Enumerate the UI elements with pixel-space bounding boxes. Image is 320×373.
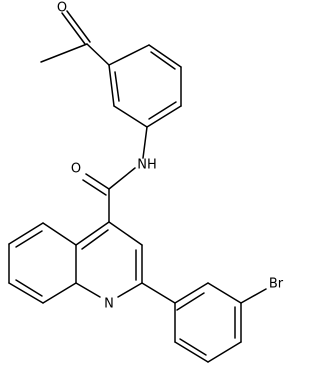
bond — [117, 282, 143, 298]
bond — [108, 167, 136, 190]
bond — [81, 229, 109, 250]
bonds — [8, 10, 267, 363]
bond — [141, 282, 176, 304]
bond — [66, 10, 91, 43]
bond — [150, 51, 176, 70]
bond — [61, 12, 86, 45]
bond — [146, 105, 182, 128]
bond — [108, 44, 150, 66]
carbonyl-oxygen-label: O — [57, 1, 67, 16]
bond — [40, 43, 88, 63]
bond — [240, 288, 267, 304]
bond — [148, 101, 177, 120]
bond — [82, 179, 107, 196]
bond — [42, 222, 77, 246]
bond — [85, 173, 110, 190]
bond — [15, 230, 43, 248]
bond — [207, 341, 242, 363]
bond — [15, 279, 43, 297]
bond — [174, 341, 209, 363]
bond — [86, 43, 110, 66]
bond — [148, 44, 182, 68]
quinoline-nitrogen-label: N — [104, 297, 114, 312]
bond — [207, 282, 242, 304]
bond — [113, 105, 148, 128]
bond — [8, 222, 44, 245]
amide-oxygen-label: O — [71, 162, 81, 177]
bond — [176, 292, 205, 311]
chemical-structure-diagram: O O NH N Br — [8, 1, 284, 363]
bond — [108, 64, 115, 107]
bond — [108, 221, 143, 246]
atom-labels: O O NH N Br — [57, 1, 284, 312]
bond — [75, 221, 110, 246]
bond — [114, 71, 120, 102]
bond — [8, 282, 44, 304]
bromine-label: Br — [269, 277, 284, 292]
bond — [42, 282, 77, 304]
bond — [179, 338, 207, 356]
bond — [174, 282, 209, 304]
bond — [142, 126, 148, 159]
bond — [75, 282, 101, 298]
amide-nitrogen-label: NH — [137, 158, 157, 173]
